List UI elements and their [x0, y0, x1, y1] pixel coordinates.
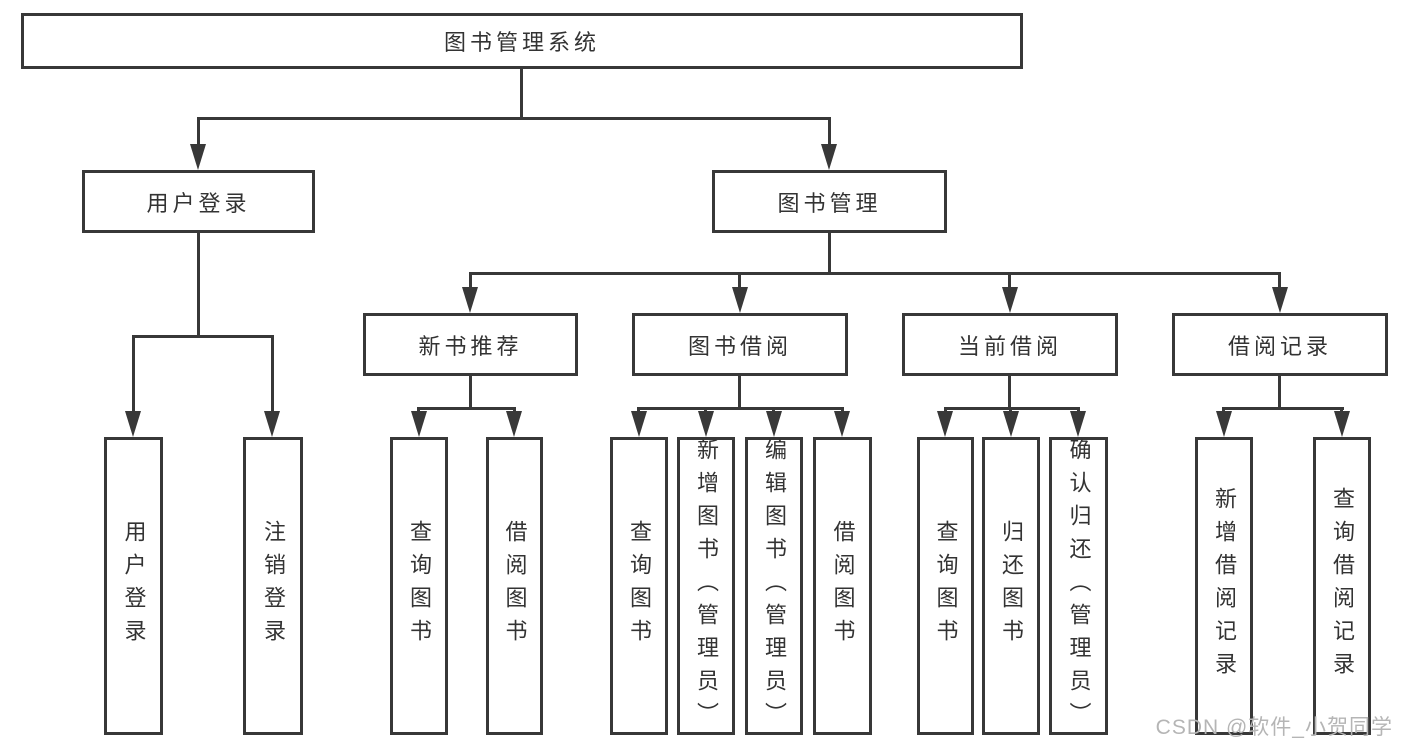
node-current-borrowing: 当前借阅	[902, 313, 1118, 376]
connector-vline	[637, 407, 640, 413]
leaf-borrowing-borrow-books: 借阅图书	[813, 437, 872, 735]
node-book-borrowing: 图书借阅	[632, 313, 848, 376]
connector-vline	[944, 407, 947, 413]
node-root-library-system: 图书管理系统	[21, 13, 1023, 69]
connector-vline	[704, 407, 707, 413]
connector-vline	[828, 117, 831, 145]
node-book-management: 图书管理	[712, 170, 947, 233]
leaf-label: 归还图书	[999, 520, 1024, 652]
leaf-label: 借阅图书	[830, 520, 856, 652]
connector-vline	[1278, 272, 1281, 289]
leaf-label: 用户登录	[121, 520, 147, 652]
arrowhead-down-icon	[631, 411, 647, 437]
leaf-label: 查询图书	[933, 520, 959, 652]
connector-vline	[1278, 376, 1281, 407]
arrowhead-down-icon	[937, 411, 953, 437]
connector-hline	[469, 272, 1281, 275]
connector-vline	[197, 117, 200, 145]
connector-vline	[1222, 407, 1225, 413]
leaf-records-query-borrow-record: 查询借阅记录	[1313, 437, 1371, 735]
leaf-label: 查询图书	[627, 520, 652, 652]
connector-vline	[132, 335, 135, 413]
connector-hline	[197, 117, 831, 120]
connector-vline	[738, 376, 741, 407]
arrowhead-down-icon	[834, 411, 850, 437]
arrowhead-down-icon	[1272, 287, 1288, 313]
connector-vline	[1077, 407, 1080, 413]
leaf-borrowing-add-books-admin: 新增图书（管理员）	[677, 437, 735, 735]
connector-vline	[513, 407, 516, 413]
connector-hline	[417, 407, 516, 410]
connector-vline	[469, 272, 472, 289]
arrowhead-down-icon	[190, 144, 206, 170]
connector-vline	[1009, 407, 1012, 413]
node-user-login: 用户登录	[82, 170, 315, 233]
leaf-newbook-query-books: 查询图书	[390, 437, 448, 735]
connector-hline	[132, 335, 274, 338]
connector-hline	[637, 407, 844, 410]
leaf-label: 新增图书（管理员）	[694, 437, 719, 735]
arrowhead-down-icon	[698, 411, 714, 437]
arrowhead-down-icon	[1334, 411, 1350, 437]
leaf-current-query-books: 查询图书	[917, 437, 974, 735]
leaf-user-login: 用户登录	[104, 437, 163, 735]
connector-vline	[828, 233, 831, 272]
arrowhead-down-icon	[411, 411, 427, 437]
connector-vline	[469, 376, 472, 407]
leaf-label: 查询图书	[407, 520, 432, 652]
arrowhead-down-icon	[821, 144, 837, 170]
leaf-logout: 注销登录	[243, 437, 303, 735]
arrowhead-down-icon	[125, 411, 141, 437]
arrowhead-down-icon	[1216, 411, 1232, 437]
arrowhead-down-icon	[1002, 287, 1018, 313]
connector-vline	[1340, 407, 1343, 413]
connector-vline	[271, 335, 274, 413]
leaf-label: 确认归还（管理员）	[1066, 437, 1092, 735]
leaf-borrowing-query-books: 查询图书	[610, 437, 668, 735]
leaf-current-return-books: 归还图书	[982, 437, 1040, 735]
leaf-label: 编辑图书（管理员）	[762, 437, 787, 735]
connector-vline	[772, 407, 775, 413]
arrowhead-down-icon	[766, 411, 782, 437]
connector-vline	[417, 407, 420, 413]
leaf-label: 查询借阅记录	[1330, 487, 1355, 685]
leaf-borrowing-edit-books-admin: 编辑图书（管理员）	[745, 437, 803, 735]
leaf-newbook-borrow-books: 借阅图书	[486, 437, 543, 735]
connector-vline	[1008, 376, 1011, 407]
arrowhead-down-icon	[264, 411, 280, 437]
connector-vline	[197, 233, 200, 335]
connector-vline	[1008, 272, 1011, 289]
arrowhead-down-icon	[1003, 411, 1019, 437]
leaf-records-add-borrow-record: 新增借阅记录	[1195, 437, 1253, 735]
leaf-label: 注销登录	[261, 520, 286, 652]
arrowhead-down-icon	[506, 411, 522, 437]
arrowhead-down-icon	[732, 287, 748, 313]
leaf-label: 借阅图书	[502, 520, 528, 652]
csdn-watermark: CSDN @软件_小贺同学	[1155, 716, 1393, 739]
leaf-current-confirm-return-admin: 确认归还（管理员）	[1049, 437, 1108, 735]
connector-vline	[520, 69, 523, 117]
arrowhead-down-icon	[462, 287, 478, 313]
node-borrowing-records: 借阅记录	[1172, 313, 1388, 376]
connector-hline	[1222, 407, 1344, 410]
connector-vline	[841, 407, 844, 413]
connector-hline	[944, 407, 1080, 410]
arrowhead-down-icon	[1070, 411, 1086, 437]
connector-vline	[738, 272, 741, 289]
leaf-label: 新增借阅记录	[1212, 487, 1237, 685]
node-new-book-recommendation: 新书推荐	[363, 313, 578, 376]
